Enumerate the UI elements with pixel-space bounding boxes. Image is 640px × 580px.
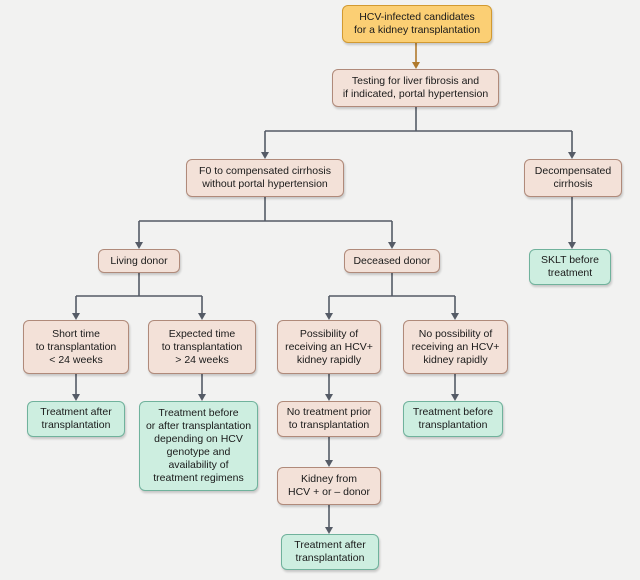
connector-living-donor-split-drop-1-arrowhead	[72, 313, 80, 320]
connector-liver-status-split-drop-2-arrowhead	[388, 242, 396, 249]
connector-liver-status-split-drop-1-arrowhead	[135, 242, 143, 249]
node-treatment-after-transplantation-1: Treatment after transplantation	[27, 401, 125, 437]
connector-possibility-to-no-treatment-arrowhead	[325, 394, 333, 401]
connector-deceased-donor-split-drop-1-arrowhead	[325, 313, 333, 320]
node-hcv-infected-candidates: HCV-infected candidates for a kidney tra…	[342, 5, 492, 43]
node-decompensated-cirrhosis: Decompensated cirrhosis	[524, 159, 622, 197]
connector-decompensated-to-sklt-arrowhead	[568, 242, 576, 249]
node-living-donor: Living donor	[98, 249, 180, 273]
connector-candidates-to-testing-arrowhead	[412, 62, 420, 69]
node-possibility-hcv-kidney: Possibility of receiving an HCV+ kidney …	[277, 320, 381, 374]
node-no-possibility-hcv-kidney: No possibility of receiving an HCV+ kidn…	[403, 320, 508, 374]
connector-short-time-to-treatment-arrowhead	[72, 394, 80, 401]
connector-no-possibility-to-treatment-arrowhead	[451, 394, 459, 401]
node-expected-time: Expected time to transplantation > 24 we…	[148, 320, 256, 374]
node-deceased-donor: Deceased donor	[344, 249, 440, 273]
connector-expected-time-to-treatment-arrowhead	[198, 394, 206, 401]
node-f0-compensated-cirrhosis: F0 to compensated cirrhosis without port…	[186, 159, 344, 197]
node-kidney-from-donor: Kidney from HCV + or – donor	[277, 467, 381, 505]
connector-deceased-donor-split-drop-2-arrowhead	[451, 313, 459, 320]
node-sklt-before-treatment: SKLT before treatment	[529, 249, 611, 285]
node-testing-liver-fibrosis: Testing for liver fibrosis and if indica…	[332, 69, 499, 107]
node-treatment-before-or-after: Treatment before or after transplantatio…	[139, 401, 258, 491]
connector-testing-split-drop-1-arrowhead	[261, 152, 269, 159]
node-treatment-before-transplantation: Treatment before transplantation	[403, 401, 503, 437]
node-no-treatment-prior: No treatment prior to transplantation	[277, 401, 381, 437]
connector-kidney-to-treatment-arrowhead	[325, 527, 333, 534]
connector-no-treatment-to-kidney-arrowhead	[325, 460, 333, 467]
node-treatment-after-transplantation-2: Treatment after transplantation	[281, 534, 379, 570]
connector-living-donor-split-drop-2-arrowhead	[198, 313, 206, 320]
connector-testing-split-drop-2-arrowhead	[568, 152, 576, 159]
node-short-time: Short time to transplantation < 24 weeks	[23, 320, 129, 374]
